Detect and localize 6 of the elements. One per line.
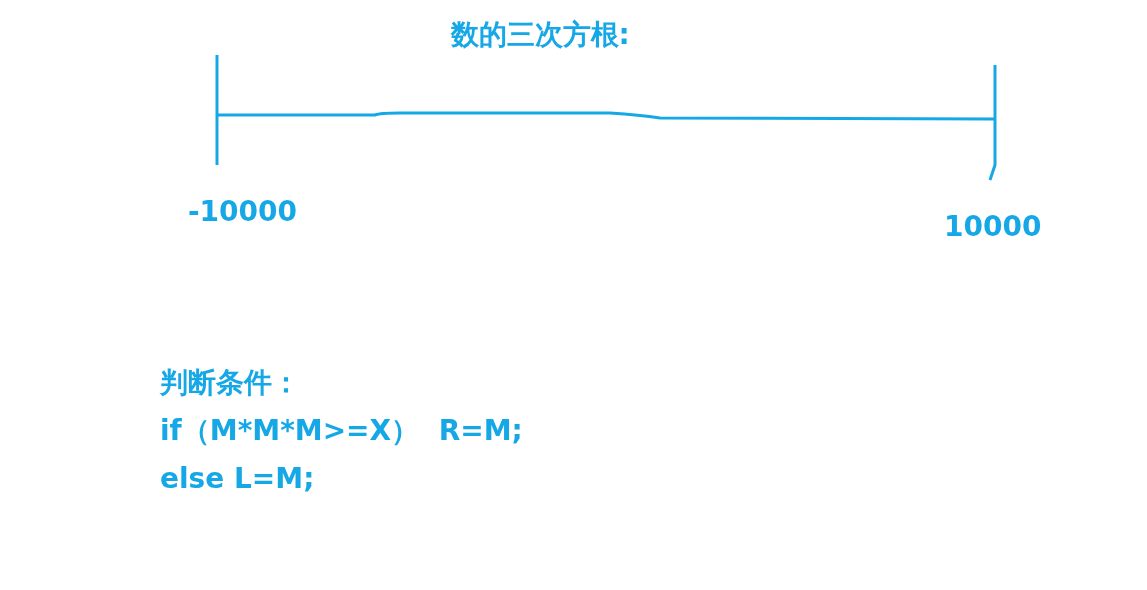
diagram-title: 数的三次方根: [450, 18, 630, 52]
axis-value-label: -10000 [188, 195, 298, 229]
code-line: if（M*M*M>=X） R=M; [160, 414, 523, 448]
code-line: else L=M; [160, 462, 315, 496]
condition-heading: 判断条件： [160, 366, 300, 400]
axis-value-label: 10000 [944, 210, 1042, 244]
